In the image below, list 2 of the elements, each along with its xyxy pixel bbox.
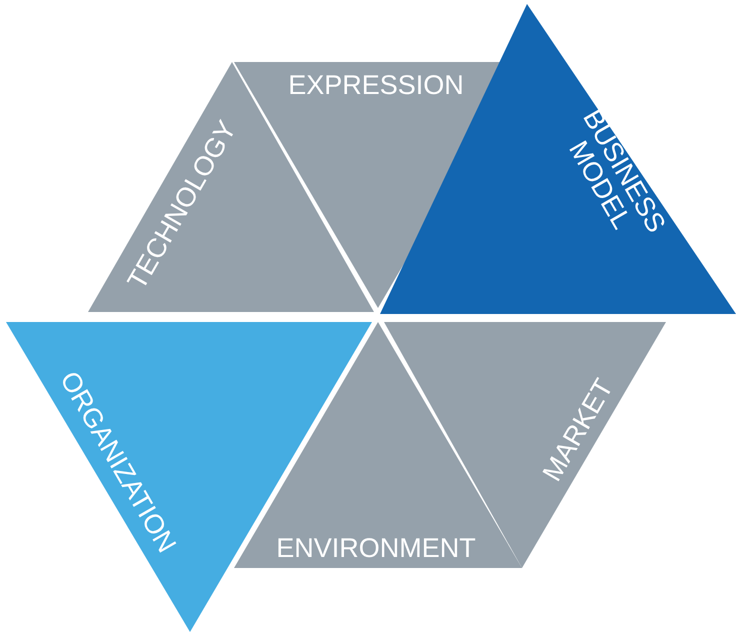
segment-label: ENVIRONMENT: [276, 534, 476, 562]
segment-label: EXPRESSION: [288, 70, 464, 100]
